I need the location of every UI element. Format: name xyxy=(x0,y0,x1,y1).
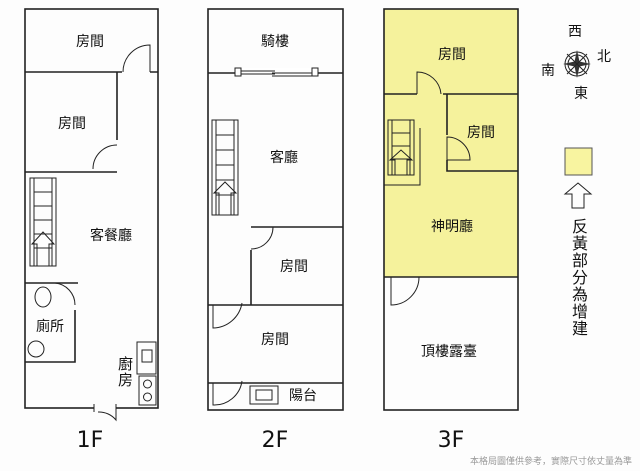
room-label: 房間 xyxy=(76,34,104,50)
floor-1f-plan: 房間 房間 客餐廳 廁所 1F xyxy=(24,8,159,453)
door-icon xyxy=(122,44,151,73)
room-label: 房間 xyxy=(261,332,289,348)
room-label: 客餐廳 xyxy=(90,227,132,244)
room-label: 房間 xyxy=(280,259,308,275)
door-icon xyxy=(212,380,243,406)
room-label: 騎樓 xyxy=(261,34,289,50)
sink-icon xyxy=(27,340,45,358)
floor-2f-plan: 騎樓 客廳 房間 房間 陽台 2F xyxy=(207,8,344,453)
legend-swatch xyxy=(564,147,593,176)
door-icon xyxy=(390,276,420,306)
compass-west: 西 xyxy=(568,24,582,40)
room-label: 頂樓露臺 xyxy=(421,344,477,360)
door-icon xyxy=(212,302,243,329)
floor-3f-outline xyxy=(383,8,519,411)
addition-area xyxy=(384,9,518,277)
floor-label: 2F xyxy=(262,428,289,453)
legend-text: 反黃部分為增建 xyxy=(569,218,588,337)
staircase-icon xyxy=(384,119,421,186)
room-label: 神明廳 xyxy=(431,218,473,235)
door-icon xyxy=(92,144,118,170)
stove-icon xyxy=(138,375,157,406)
floor-3f-plan: 房間 房間 神明廳 頂樓露臺 3F xyxy=(383,8,519,453)
room-label: 房間 xyxy=(467,125,495,141)
window-icon xyxy=(234,67,319,77)
arrow-up-icon xyxy=(563,182,593,209)
disclaimer: 本格局圖僅供參考，實際尺寸依丈量為準 xyxy=(469,457,632,467)
water-heater-icon xyxy=(249,385,279,405)
wall xyxy=(25,72,118,173)
toilet-icon xyxy=(34,286,52,308)
kitchen-sink-icon xyxy=(136,341,157,375)
compass-icon: 西 北 南 東 xyxy=(541,24,611,102)
staircase-icon xyxy=(29,177,57,267)
floor-label: 1F xyxy=(77,428,104,453)
room-label: 房間 xyxy=(438,47,466,63)
door-icon xyxy=(416,71,442,95)
floor-1f-outline xyxy=(24,8,159,409)
wall xyxy=(384,93,518,278)
front-door-icon xyxy=(93,404,117,422)
floor-2f-outline xyxy=(207,8,344,411)
bathroom-wall xyxy=(25,282,78,363)
room-label: 客廳 xyxy=(270,149,298,166)
door-icon xyxy=(250,226,274,250)
compass-east: 東 xyxy=(574,86,588,102)
room-label: 陽台 xyxy=(289,388,317,404)
door-icon xyxy=(54,282,76,306)
compass-north: 北 xyxy=(597,49,611,65)
floor-label: 3F xyxy=(438,428,465,453)
room-label: 房間 xyxy=(58,116,86,132)
room-label: 廁所 xyxy=(36,318,64,335)
compass-south: 南 xyxy=(541,63,555,79)
staircase-icon xyxy=(211,119,239,216)
wall xyxy=(208,226,343,384)
kitchen-label: 廚房 xyxy=(116,356,134,388)
door-icon xyxy=(446,136,471,161)
